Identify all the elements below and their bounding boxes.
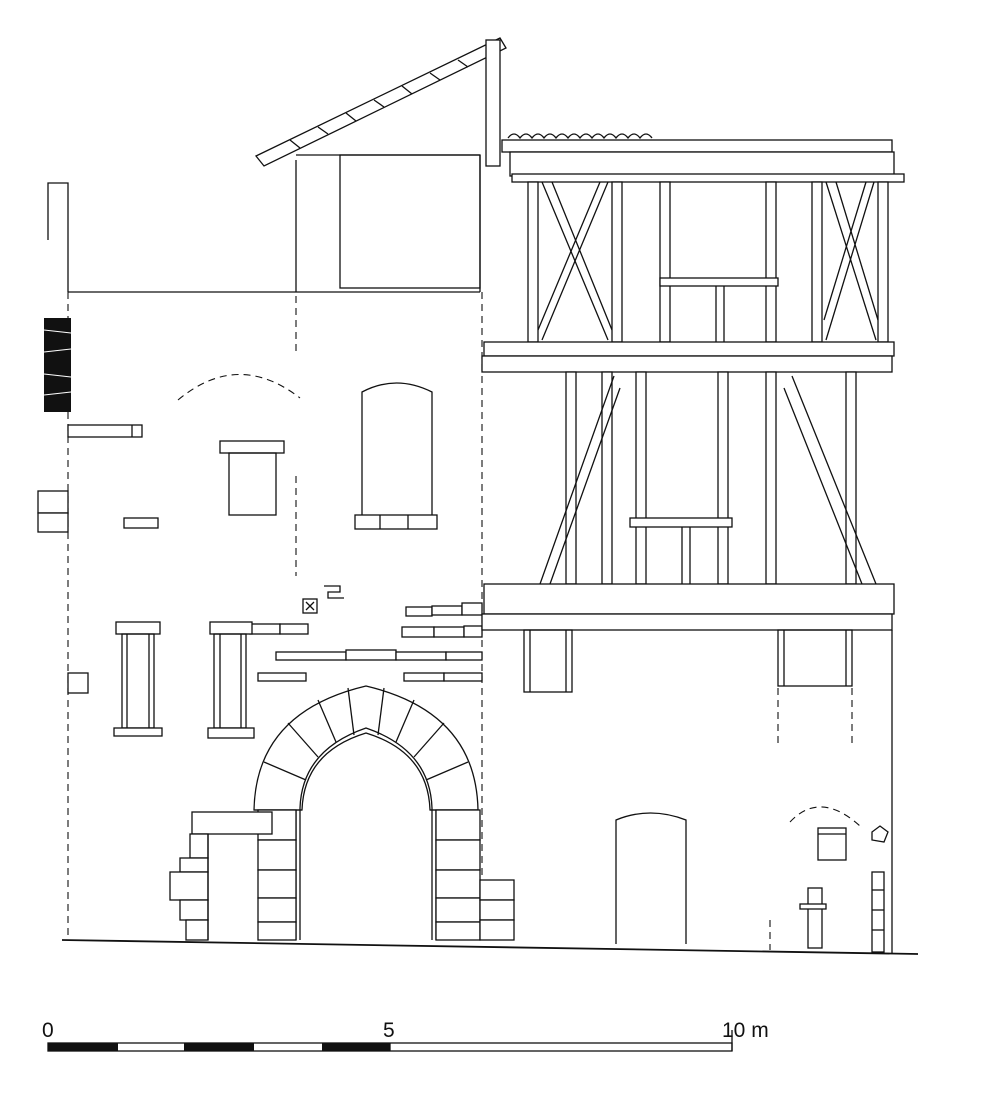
scale-segment-1 — [48, 1043, 118, 1051]
blocked-doorway — [169, 811, 273, 941]
pitched-roof — [254, 37, 507, 167]
arched-door — [615, 812, 687, 944]
scale-label-5: 5 — [383, 1019, 395, 1042]
narrow-window-right — [207, 621, 255, 739]
stone-courses — [249, 602, 483, 682]
timber-framed-house — [481, 133, 905, 954]
scale-label-10m: 10 m — [722, 1019, 769, 1042]
ground-line — [61, 939, 919, 955]
ruined-wall-fragment — [44, 318, 71, 412]
scale-segment-2 — [184, 1043, 254, 1051]
scale-bar — [47, 1030, 733, 1052]
narrow-window-left — [113, 621, 163, 737]
gothic-arch-doorway — [253, 685, 481, 941]
small-upper-window — [219, 440, 285, 516]
scale-segment-3 — [322, 1043, 390, 1051]
scale-label-0: 0 — [42, 1019, 54, 1042]
left-stone-house — [37, 37, 515, 941]
tall-arched-window — [354, 382, 438, 530]
